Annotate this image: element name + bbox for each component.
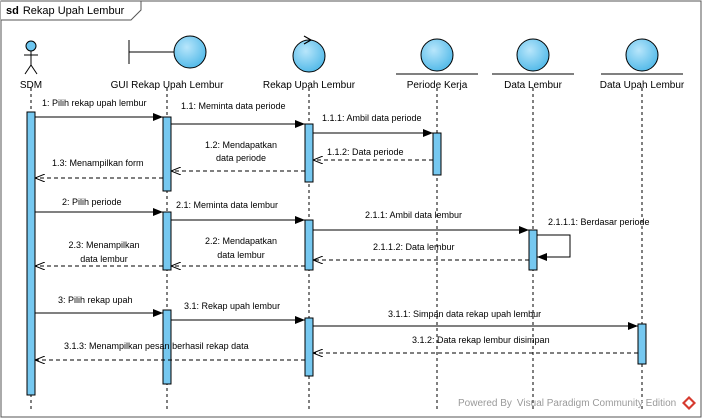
- frame-tab: [1, 0, 142, 21]
- message-label: 1.3: Menampilkan form: [52, 158, 144, 168]
- message-label: 3: Pilih rekap upah: [58, 295, 133, 305]
- activation-data-lembur: [528, 229, 538, 271]
- message-label: 1.1: Meminta data periode: [181, 101, 286, 111]
- participant-label-data-upah-lembur: Data Upah Lembur: [600, 80, 685, 91]
- message-label: 2: Pilih periode: [62, 197, 122, 207]
- activation-control-1: [304, 123, 314, 183]
- message-label: 1.1.1: Ambil data periode: [322, 113, 422, 123]
- message-label: 1.2: Mendapatkan: [205, 140, 277, 150]
- message-label: 1: Pilih rekap upah lembur: [42, 98, 147, 108]
- message-label: data lembur: [80, 254, 128, 264]
- control-icon: [292, 35, 326, 73]
- participant-label-control: Rekap Upah Lembur: [263, 80, 356, 91]
- participant-label-sdm: SDM: [20, 80, 42, 91]
- entity-icon: [396, 38, 478, 75]
- message-label: 3.1.2: Data rekap lembur disimpan: [412, 335, 550, 345]
- message-label: data periode: [216, 153, 266, 163]
- activation-gui-1: [162, 116, 172, 192]
- activation-control-2: [304, 219, 314, 271]
- message-label: 3.1.1: Simpan data rekap upah lembur: [388, 309, 541, 319]
- entity-icon: [492, 38, 574, 75]
- activation-data-upah-lembur: [637, 323, 647, 365]
- entity-icon: [601, 38, 683, 75]
- activation-gui-2: [162, 211, 172, 271]
- participant-label-periode-kerja: Periode Kerja: [407, 80, 468, 91]
- message-label: data lembur: [217, 250, 265, 260]
- message-label: 2.1.1.1: Berdasar periode: [548, 217, 650, 227]
- watermark-text: Powered By Visual Paradigm Community Edi…: [458, 398, 676, 409]
- message-label: 1.1.2: Data periode: [327, 147, 404, 157]
- message-label: 2.1.1: Ambil data lembur: [365, 210, 462, 220]
- vp-logo-icon: [682, 396, 696, 410]
- message-label: 2.1: Meminta data lembur: [176, 200, 278, 210]
- activation-control-3: [304, 317, 314, 377]
- self-message-arrow: [537, 234, 571, 261]
- activation-periode-kerja: [432, 132, 442, 176]
- participant-label-data-lembur: Data Lembur: [504, 80, 562, 91]
- message-label: 2.1.1.2: Data lembur: [373, 242, 455, 252]
- boundary-icon: [128, 35, 207, 69]
- participant-label-gui: GUI Rekap Upah Lembur: [111, 80, 225, 91]
- message-label: 2.2: Mendapatkan: [205, 236, 277, 246]
- actor-icon: [24, 40, 38, 75]
- message-label: 2.3: Menampilkan: [68, 240, 139, 250]
- message-label: 3.1: Rekap upah lembur: [184, 301, 280, 311]
- activation-gui-3: [162, 309, 172, 385]
- message-label: 3.1.3: Menampilkan pesan berhasil rekap …: [64, 341, 249, 351]
- activation-sdm: [26, 111, 36, 396]
